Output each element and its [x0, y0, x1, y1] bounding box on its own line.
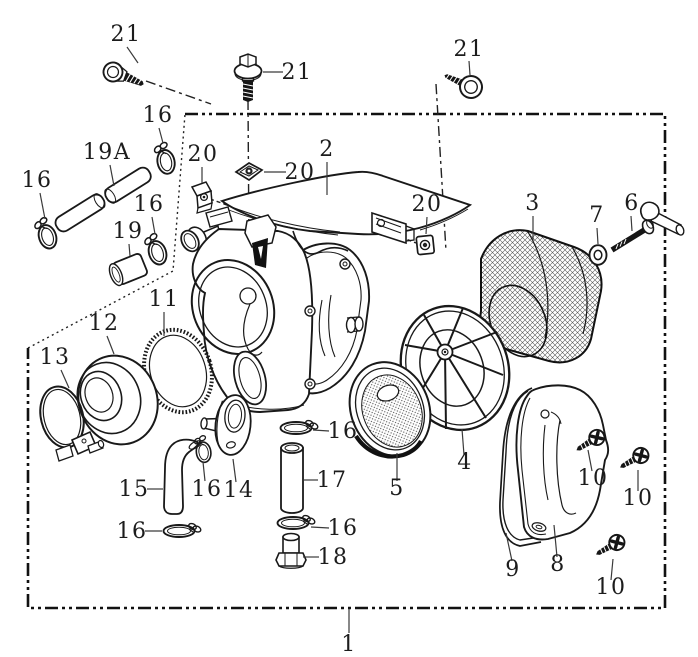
part-label-10: 10	[578, 466, 609, 491]
part-label-21: 21	[454, 37, 485, 62]
part-label-16: 16	[192, 477, 223, 502]
leader-line-16	[202, 461, 206, 482]
part-5-mesh-screen	[348, 361, 432, 459]
part-label-12: 12	[89, 311, 120, 336]
part-14-bracket	[200, 394, 252, 456]
part-label-11: 11	[149, 287, 180, 312]
part-label-9: 9	[505, 557, 521, 582]
part-label-17: 17	[317, 468, 348, 493]
part-label-5: 5	[389, 476, 405, 501]
part-label-10: 10	[596, 575, 627, 600]
part-13-band-clamp	[39, 385, 105, 462]
part-label-21: 21	[282, 60, 313, 85]
part-label-15: 15	[119, 477, 150, 502]
part-label-16: 16	[328, 419, 359, 444]
part-label-2: 2	[319, 137, 335, 162]
part-label-16: 16	[22, 168, 53, 193]
leader-line-12	[106, 335, 115, 355]
part-19a-breather-hose	[54, 166, 152, 233]
part-label-1: 1	[341, 632, 357, 657]
part-label-16: 16	[143, 103, 174, 128]
leader-line-16	[158, 127, 164, 144]
part-label-16: 16	[134, 192, 165, 217]
leader-line-16	[151, 216, 156, 235]
part-label-20: 20	[412, 192, 443, 217]
leader-line-8	[553, 524, 558, 558]
part-20-nuts	[190, 162, 435, 256]
leader-line-16	[39, 192, 46, 220]
part-6-wing-bolt	[610, 201, 685, 253]
leader-line-10	[610, 558, 614, 581]
leader-line-16	[310, 526, 330, 529]
leader-line-21	[468, 60, 471, 76]
part-label-3: 3	[525, 191, 541, 216]
leader-line-4	[461, 428, 465, 456]
part-label-7: 7	[589, 203, 605, 228]
part-label-14: 14	[224, 478, 255, 503]
leader-line-7	[596, 227, 599, 245]
part-8-side-cover	[515, 384, 610, 541]
leader-line-16	[312, 429, 330, 432]
leader-line-14	[232, 458, 237, 483]
part-17-tube	[280, 442, 304, 514]
part-label-16: 16	[328, 516, 359, 541]
part-label-10: 10	[623, 486, 654, 511]
leader-line-21	[126, 46, 139, 64]
part-label-6: 6	[624, 191, 640, 216]
leader-line-19A	[109, 164, 115, 187]
part-21-flange-bolts	[102, 53, 483, 102]
leader-line-9	[505, 532, 513, 562]
leader-line-20	[425, 216, 428, 235]
part-label-21: 21	[111, 22, 142, 47]
part-19-hose	[108, 253, 148, 287]
part-label-20: 20	[188, 142, 219, 167]
part-label-13: 13	[40, 345, 71, 370]
part-label-19: 19	[113, 219, 144, 244]
part-label-20: 20	[285, 160, 316, 185]
leader-line-13	[60, 369, 70, 389]
part-label-18: 18	[318, 545, 349, 570]
part-label-8: 8	[550, 552, 566, 577]
part-18-drain-plug	[275, 532, 307, 569]
part-label-16: 16	[117, 519, 148, 544]
leader-line-10	[587, 449, 593, 472]
leader-line-6	[630, 215, 633, 232]
part-7-washer	[588, 244, 608, 266]
part-3-filter-element	[479, 229, 603, 364]
assembly-boundary-box	[26, 112, 667, 610]
part-label-4: 4	[457, 450, 473, 475]
part-12-intake-boot	[76, 354, 159, 446]
part-label-19A: 19A	[83, 140, 131, 165]
leader-line-19	[128, 243, 131, 257]
part-2-air-cleaner-case	[180, 170, 473, 413]
